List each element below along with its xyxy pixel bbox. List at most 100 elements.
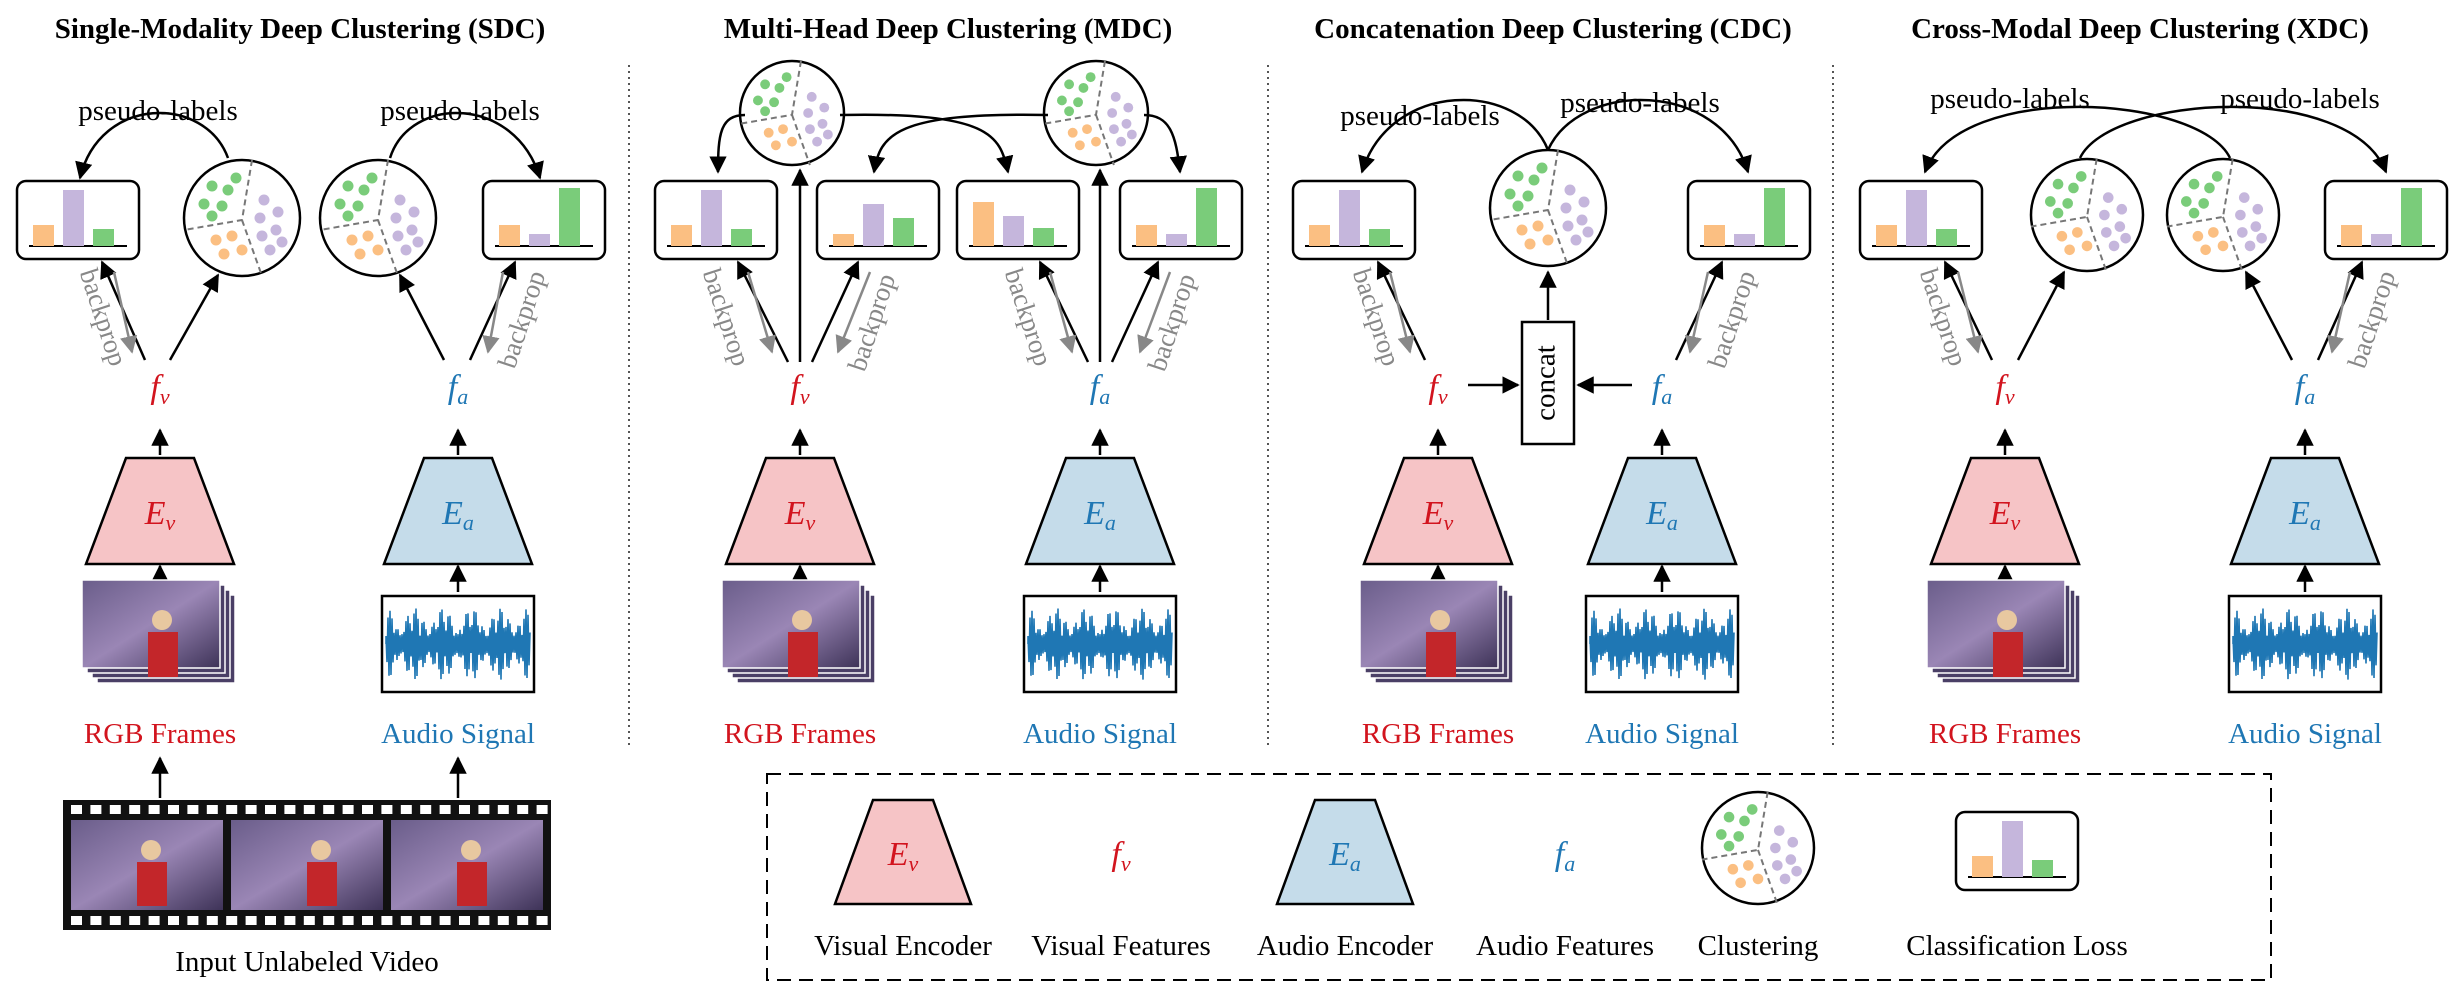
- filmstrip-person-body: [307, 862, 337, 906]
- filmstrip-hole: [71, 916, 82, 925]
- xdc-rgb-label: RGB Frames: [1929, 718, 2081, 750]
- xdc-cluster-a-outline: [2165, 157, 2281, 273]
- filmstrip-hole: [168, 805, 179, 814]
- mdc-cluster-v-purple-dot: [806, 91, 817, 102]
- xdc-hist-left: [1858, 179, 1984, 261]
- xdc-audio-encoder-symbol: Ea: [2288, 495, 2321, 535]
- mdc-backprop-arrow-1: [746, 271, 776, 354]
- sdc-hist-right: [481, 179, 607, 261]
- legend-clustering-icon-green-dot: [1739, 815, 1750, 827]
- mdc-backprop-arrow-4: [1137, 271, 1172, 354]
- mdc-cluster-v-purple-dot: [812, 136, 823, 147]
- sdc-fa-to-hist-arrow: [468, 260, 517, 361]
- xdc-hist-right-frame: [2323, 179, 2449, 261]
- sdc-cluster-right-purple-dot: [412, 236, 424, 248]
- mdc-hist-4-frame: [1118, 179, 1244, 261]
- mdc-fa-to-hist4-arrow: [1110, 260, 1160, 363]
- xdc-cluster-v-green-dot: [2052, 178, 2064, 190]
- mdc-cluster-a-purple-dot: [1121, 118, 1132, 129]
- xdc-rgb-frames-person-head: [1997, 610, 2017, 630]
- sdc-hist-left-bar-2: [63, 190, 84, 246]
- xdc-hist-right: [2323, 179, 2449, 261]
- xdc-visual-encoder-shape: [1929, 456, 2081, 566]
- mdc-cluster-v-purple-dot: [817, 118, 828, 129]
- xdc-cluster-v-orange-dot: [2072, 227, 2083, 238]
- cdc-backprop-arrow-v: [1388, 271, 1415, 354]
- legend-audio-encoder-symbol-sub: a: [1350, 851, 1361, 876]
- xdc-cluster-v-green-dot: [2062, 198, 2073, 209]
- cdc-cluster-green-dot: [1512, 200, 1524, 212]
- legend-clustering-icon-purple-dot: [1770, 842, 1781, 854]
- sdc-audio-encoder-symbol: Ea: [441, 495, 474, 535]
- mdc-audio-signal-signal: [1027, 608, 1173, 680]
- mdc-hist-4-bar-3: [1196, 188, 1217, 246]
- filmstrip-hole: [303, 916, 315, 925]
- xdc-cluster-a-green-dot: [2204, 182, 2215, 194]
- legend-label-visual-features-symbol: Visual Features: [1031, 930, 1210, 962]
- cdc-cluster-green-dot: [1536, 162, 1548, 174]
- legend-clustering-icon-orange-dot: [1752, 873, 1764, 885]
- mdc-visual-features: fv: [790, 369, 809, 409]
- sdc-cluster-left-purple-dot: [272, 206, 284, 218]
- filmstrip-hole: [284, 805, 296, 814]
- xdc-cluster-v-orange-dot: [2056, 230, 2068, 242]
- filmstrip-hole: [206, 805, 218, 814]
- cdc-audio-encoder-shape: [1586, 456, 1738, 566]
- cdc-backprop-label-v: backprop: [1347, 265, 1407, 370]
- filmstrip-hole: [265, 805, 276, 814]
- sdc-audio-encoder-symbol-main: E: [441, 495, 463, 532]
- mdc-cluster-v-purple-dot: [822, 129, 833, 140]
- mdc-fa-to-hist3-arrow: [1038, 260, 1090, 363]
- mdc-audio-signal: [1022, 594, 1178, 694]
- legend-clustering-icon-purple-dot: [1772, 860, 1783, 871]
- legend-classification-icon: [1954, 810, 2080, 892]
- filmstrip-hole: [129, 916, 141, 925]
- xdc-audio-encoder-shape: [2229, 456, 2381, 566]
- filmstrip-hole: [168, 916, 179, 925]
- mdc-hist-4: [1118, 179, 1244, 261]
- cdc-hist-right: [1686, 179, 1812, 261]
- mdc-cluster-a-green-dot: [1064, 106, 1075, 117]
- filmstrip-hole: [497, 916, 509, 925]
- sdc-cluster-left-outline: [182, 158, 302, 278]
- sdc-rgb-frames: [81, 579, 236, 684]
- mdc-rgb-frames-person-body: [788, 632, 818, 677]
- sdc-rgb-frames-person-head: [152, 610, 172, 630]
- filmstrip-hole: [420, 916, 432, 925]
- xdc-backprop-label-v: backprop: [1914, 265, 1974, 370]
- mdc-cluster-v-purple-dot: [805, 124, 815, 135]
- sdc-cluster-right-purple-dot: [392, 230, 404, 242]
- sdc-cluster-left-green-dot: [230, 172, 242, 184]
- xdc-cluster-a-purple-dot: [2256, 232, 2267, 244]
- sdc-cluster-left-purple-dot: [270, 224, 282, 236]
- sdc-cluster-right-orange-dot: [346, 234, 358, 246]
- xdc-visual-features: fv: [1995, 369, 2014, 409]
- legend-clustering-icon-purple-dot: [1791, 865, 1802, 877]
- legend-clustering-icon-orange-dot: [1727, 863, 1739, 875]
- cdc-hist-right-frame: [1686, 179, 1812, 261]
- cdc-cluster-dividers: [1489, 149, 1569, 267]
- xdc-backprop-arrow-a: [2326, 271, 2352, 354]
- legend-visual-encoder-symbol: Ev: [887, 836, 919, 876]
- mdc-cluster-a-to-hist2-arrow: [867, 113, 1049, 174]
- cdc-audio-signal-signal: [1589, 608, 1735, 680]
- sdc-hist-right-frame: [481, 179, 607, 261]
- mdc-hist-1: [653, 179, 779, 261]
- mdc-cluster-v-orange-dot: [787, 136, 797, 147]
- cdc-cluster-orange-dot: [1516, 224, 1528, 236]
- cdc-concat-rect: [1520, 320, 1576, 446]
- cdc-cluster-purple-dot: [1576, 214, 1588, 226]
- cdc-audio-encoder-symbol: Ea: [1645, 495, 1678, 535]
- cdc-visual-encoder-symbol-sub: v: [1444, 510, 1454, 535]
- sdc-cluster-right-purple-dot: [408, 206, 420, 218]
- cdc-audio-encoder: Ea: [1586, 456, 1738, 566]
- sdc-hist-right-bar-1: [499, 225, 520, 246]
- xdc-audio-signal-signal: [2232, 608, 2378, 680]
- sdc-rgb-label: RGB Frames: [84, 718, 236, 750]
- sdc-cluster-right-green-dot: [366, 172, 378, 184]
- legend-clustering-icon-green-dot: [1746, 804, 1758, 815]
- sdc-cluster-right-green-dot: [334, 198, 346, 210]
- xdc-pseudo-label-right: pseudo-labels: [2220, 83, 2379, 115]
- sdc-hist-left: [15, 179, 141, 261]
- xdc-cluster-a-green-dot: [2188, 207, 2200, 219]
